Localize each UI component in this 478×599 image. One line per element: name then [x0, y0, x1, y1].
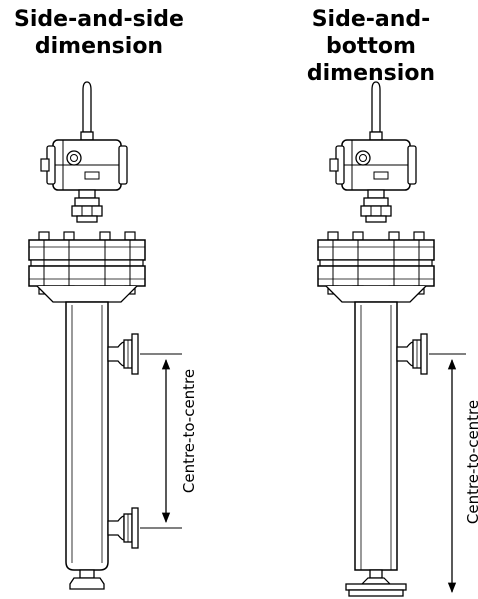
left-title-line1: Side-and-side [14, 7, 184, 32]
right-chamber-body [354, 301, 398, 571]
right-chamber: Centre-to-centre [317, 81, 478, 597]
left-top-flange [28, 231, 146, 303]
left-chamber: Centre-to-centre [28, 81, 198, 590]
left-chamber-body [65, 301, 109, 571]
left-bottom-drain [69, 577, 105, 590]
right-side-nozzle [396, 333, 428, 375]
right-title-line1: Side-and-bottom [311, 7, 431, 59]
right-panel-title: Side-and-bottom dimension [271, 6, 471, 87]
left-lower-side-nozzle [107, 507, 139, 549]
left-transmitter [40, 81, 128, 223]
left-upper-side-nozzle [107, 333, 139, 375]
right-top-flange [317, 231, 435, 303]
left-title-line2: dimension [34, 34, 164, 59]
right-title-line2: dimension [306, 61, 436, 86]
left-dimension-label: Centre-to-centre [180, 369, 198, 493]
left-panel-title: Side-and-side dimension [0, 6, 199, 60]
right-bottom-flange [345, 583, 407, 591]
right-dimension-label: Centre-to-centre [464, 400, 478, 524]
right-transmitter [329, 81, 417, 223]
